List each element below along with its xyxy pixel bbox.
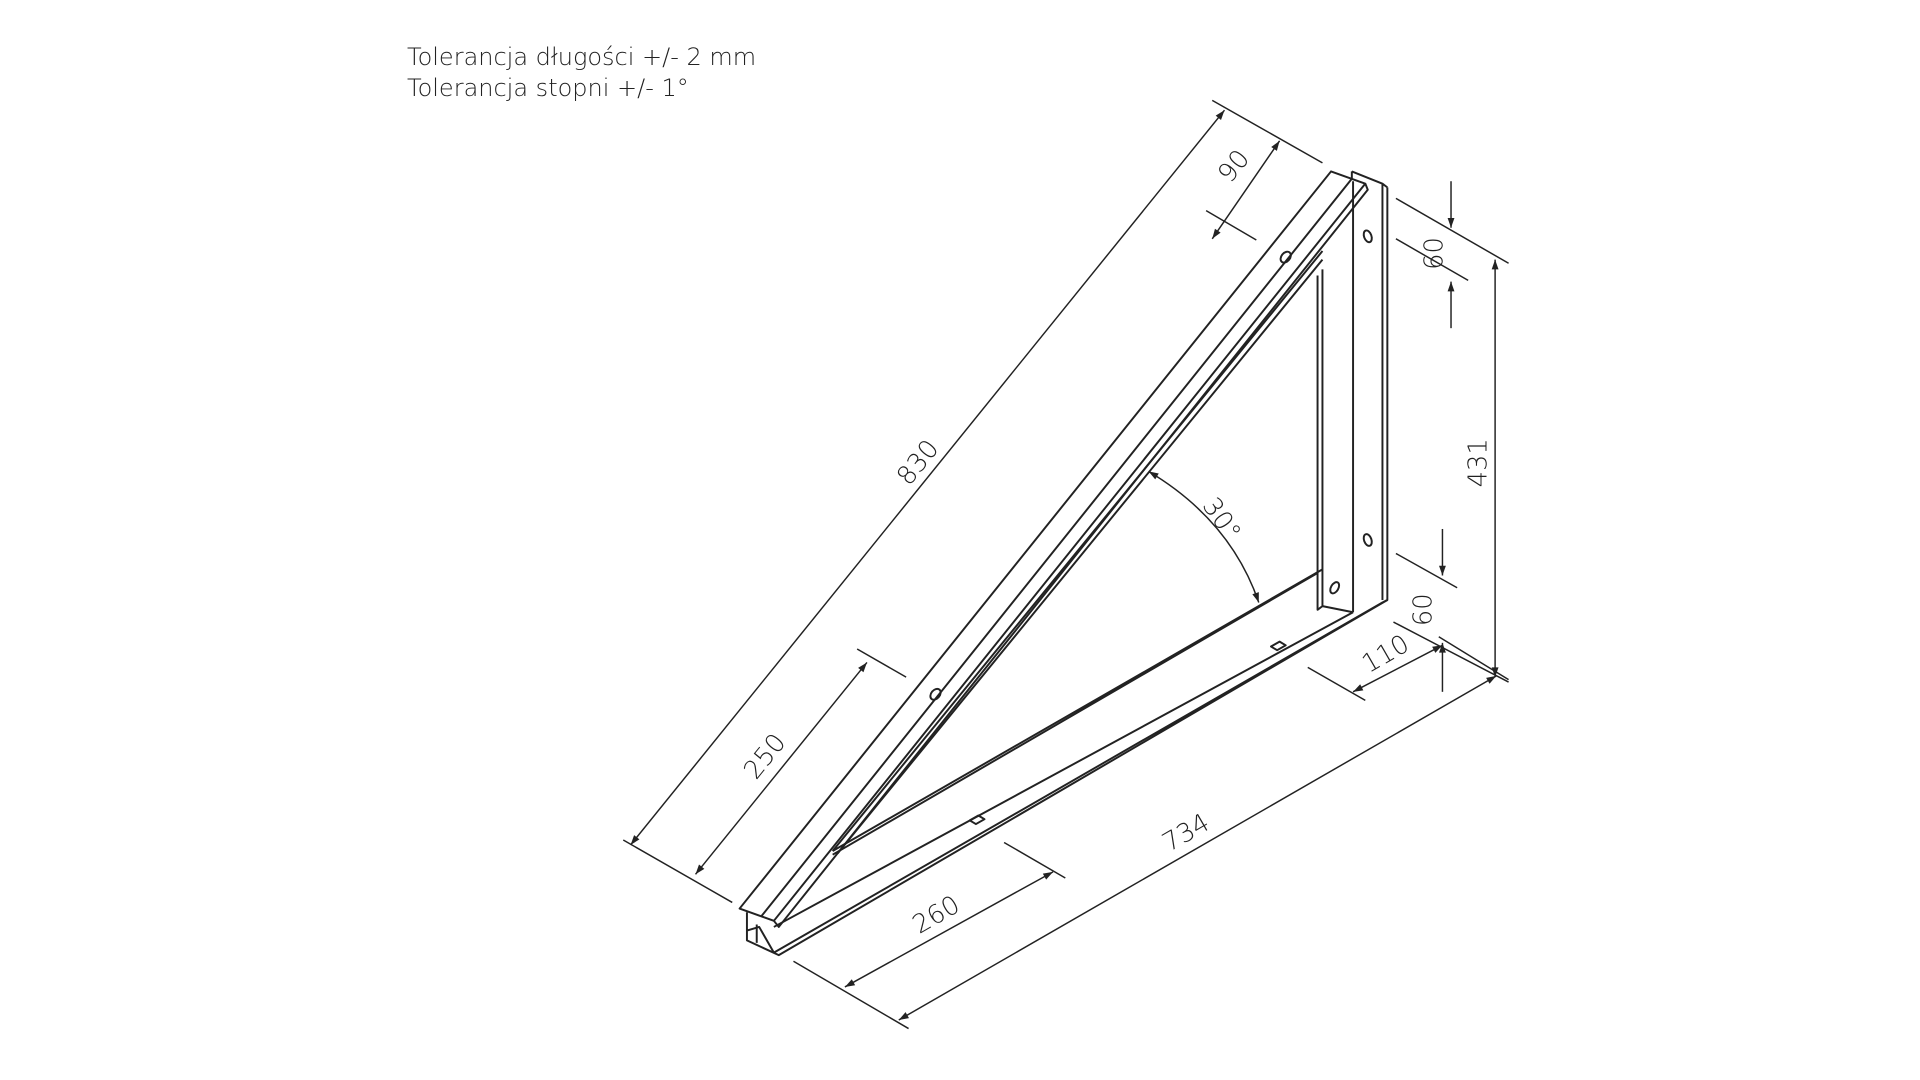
- angle-dimension-30: 30°: [1148, 470, 1260, 603]
- dim-label-830: 830: [891, 434, 945, 491]
- square-hole: [1270, 640, 1287, 652]
- dim-label-250: 250: [738, 728, 792, 785]
- hole: [1279, 250, 1292, 264]
- hole: [1362, 533, 1373, 547]
- tolerance-notes: Tolerancja długości +/- 2 mm Tolerancja …: [407, 42, 756, 104]
- bracket-part: [738, 170, 1389, 957]
- dimension-260: 260: [844, 841, 1066, 988]
- hole: [1362, 229, 1373, 244]
- angle-label: 30°: [1196, 492, 1247, 547]
- dim-label-90: 90: [1212, 144, 1256, 188]
- diagonal-member: [738, 170, 1369, 928]
- dimension-60-bottom: 60: [1393, 528, 1509, 692]
- dim-label-60-bottom: 60: [1408, 593, 1438, 626]
- dim-label-734: 734: [1157, 808, 1214, 859]
- vertical-member: [1316, 170, 1389, 613]
- dimension-60-top: 60: [1395, 181, 1469, 329]
- length-tolerance-note: Tolerancja długości +/- 2 mm: [407, 43, 757, 71]
- hole: [929, 687, 942, 701]
- dim-label-260: 260: [908, 890, 965, 941]
- dimension-250: 250: [694, 648, 907, 875]
- square-hole: [968, 814, 986, 826]
- dim-label-431: 431: [1464, 438, 1494, 487]
- dimension-431: 431: [1395, 197, 1509, 678]
- angle-tolerance-note: Tolerancja stopni +/- 1°: [407, 74, 689, 102]
- dimension-110: 110: [1307, 629, 1443, 702]
- dimension-734: 734: [793, 636, 1509, 1030]
- base-member: [745, 568, 1388, 957]
- hole: [1329, 581, 1341, 595]
- dim-label-110: 110: [1357, 629, 1414, 680]
- dimension-90: 90: [1205, 140, 1281, 241]
- dim-label-60-top: 60: [1419, 237, 1449, 270]
